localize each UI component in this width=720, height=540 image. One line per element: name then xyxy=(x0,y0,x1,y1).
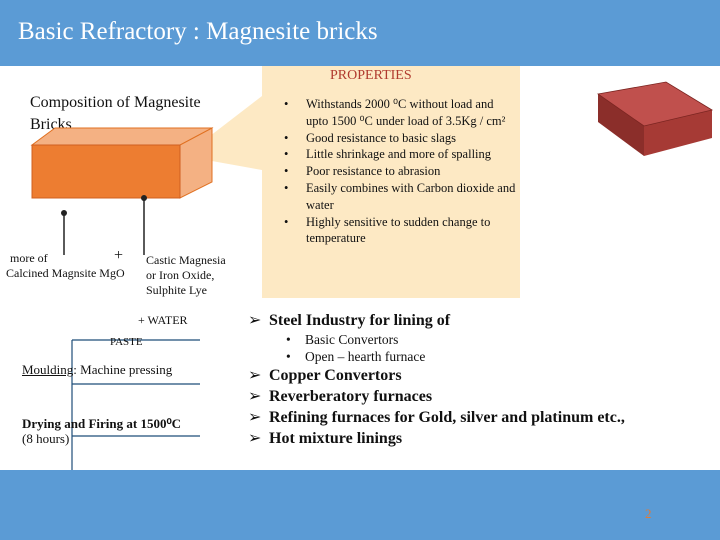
arrow-bullet-icon: ➢ xyxy=(248,409,262,426)
arrow-bullet-icon: ➢ xyxy=(248,430,262,447)
list-item: •Good resistance to basic slags xyxy=(284,130,456,145)
footer-bar xyxy=(0,470,720,540)
left-label-2: Calcined Magnsite MgO xyxy=(6,266,125,280)
properties-heading: PROPERTIES xyxy=(330,68,412,83)
list-item: ➢Copper Convertors xyxy=(248,367,402,384)
list-item: •Poor resistance to abrasion xyxy=(284,164,441,179)
right-label: Castic Magnesia or Iron Oxide, Sulphite … xyxy=(146,253,226,297)
paste-label: PASTE xyxy=(110,336,143,348)
properties-list: •Withstands 2000 ⁰C without load and upt… xyxy=(284,96,516,247)
drying-label: Drying and Firing at 1500⁰C (8 hours) xyxy=(22,416,182,446)
arrow-bullet-icon: ➢ xyxy=(248,312,262,329)
water-label: + WATER xyxy=(138,313,188,327)
slide-title: Basic Refractory : Magnesite bricks xyxy=(18,18,378,45)
list-item: ➢Hot mixture linings xyxy=(248,430,403,447)
applications-list: ➢Steel Industry for lining of •Basic Con… xyxy=(248,310,625,449)
moulding-label: Moulding: Machine pressing xyxy=(22,362,173,377)
list-item: •Basic Convertors xyxy=(286,332,399,347)
list-item: ➢Steel Industry for lining of xyxy=(248,312,451,329)
list-item: •Withstands 2000 ⁰C without load and upt… xyxy=(284,97,506,128)
arrow-bullet-icon: ➢ xyxy=(248,388,262,405)
list-item: •Highly sensitive to sudden change to te… xyxy=(284,214,491,246)
list-item: •Open – hearth furnace xyxy=(286,349,426,364)
plus-sign: + xyxy=(114,247,124,264)
page-number: 2 xyxy=(645,506,652,521)
title-bar: Basic Refractory : Magnesite bricks xyxy=(0,0,720,66)
list-item: •Little shrinkage and more of spalling xyxy=(284,147,492,162)
properties-callout xyxy=(262,66,520,298)
list-item: •Easily combines with Carbon dioxide and… xyxy=(284,180,516,212)
brick-face xyxy=(31,144,181,199)
left-label-1: more of xyxy=(10,251,48,265)
list-item: ➢Reverberatory furnaces xyxy=(248,388,433,405)
arrow-bullet-icon: ➢ xyxy=(248,367,262,384)
list-item: ➢Refining furnaces for Gold, silver and … xyxy=(248,409,625,426)
brick-photo xyxy=(596,81,714,156)
